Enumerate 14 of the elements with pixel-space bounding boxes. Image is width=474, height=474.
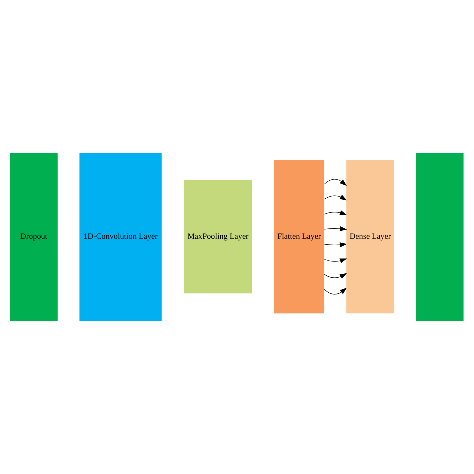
arrow: [324, 288, 348, 295]
arrow: [324, 258, 348, 264]
arrow: [324, 242, 348, 248]
node-box: [416, 153, 464, 321]
arrow: [324, 273, 348, 280]
node-box: Dense Layer: [346, 160, 394, 314]
arrow: [324, 194, 348, 201]
node-box: Dropout: [10, 153, 58, 321]
arrow: [324, 210, 348, 216]
arrow: [324, 226, 348, 232]
node-box: Flatten Layer: [274, 160, 325, 314]
node-box: 1D-Convolution Layer: [80, 153, 162, 321]
node-box: MaxPooling Layer: [184, 180, 252, 294]
arrow: [324, 179, 348, 186]
